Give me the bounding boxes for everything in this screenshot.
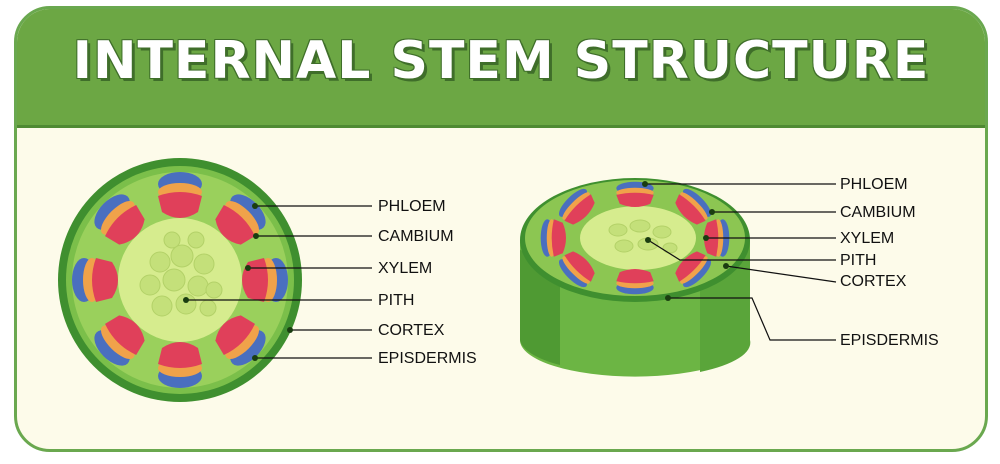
right-label-cortex: CORTEX: [840, 273, 907, 290]
left-pith-cells: [139, 231, 223, 317]
right-leader-dots: [642, 181, 729, 301]
title-banner: INTERNAL STEM STRUCTURE: [17, 9, 985, 128]
left-bundle-3: [242, 258, 288, 302]
right-leader-epidermis: [668, 297, 836, 341]
right-leader-pith: [647, 239, 836, 261]
right-bundle-6: [558, 251, 595, 288]
left-bundle-1: [158, 172, 202, 218]
left-label-cambium: CAMBIUM: [378, 228, 454, 245]
right-label-phloem: PHLOEM: [840, 176, 908, 193]
left-label-pith: PITH: [378, 292, 415, 309]
right-label-pith: PITH: [840, 252, 877, 269]
left-bundle-8: [94, 194, 145, 245]
left-vascular-bundles: [72, 172, 288, 388]
left-bundle-6: [94, 315, 145, 366]
right-leader-lines: [645, 183, 837, 341]
left-bundle-5: [158, 342, 202, 388]
right-bundle-5: [616, 269, 654, 295]
right-bundle-1: [616, 181, 654, 207]
left-bundle-7: [72, 258, 118, 302]
left-label-cortex: CORTEX: [378, 322, 445, 339]
right-stem-cylinder: [520, 178, 751, 377]
left-bundle-2: [215, 194, 266, 245]
left-leader-lines: [186, 205, 372, 359]
right-pith-top: [580, 206, 696, 270]
right-label-xylem: XYLEM: [840, 230, 895, 247]
page-title: INTERNAL STEM STRUCTURE: [72, 31, 930, 91]
right-bundle-7: [540, 219, 567, 257]
right-bundle-2: [675, 188, 712, 225]
right-vascular-bundles: [540, 181, 730, 295]
left-leader-dots: [183, 203, 293, 361]
left-stem-cross-section: [58, 158, 302, 402]
left-bundle-4: [215, 315, 266, 366]
right-pith-cells: [608, 219, 678, 254]
right-bundle-8: [558, 188, 595, 225]
right-bundle-3: [703, 219, 730, 257]
left-label-xylem: XYLEM: [378, 260, 433, 277]
left-label-phloem: PHLOEM: [378, 198, 446, 215]
right-label-epidermis: EPISDERMIS: [840, 332, 939, 349]
right-leader-cortex: [725, 265, 837, 283]
right-label-cambium: CAMBIUM: [840, 204, 916, 221]
right-bundle-4: [675, 251, 712, 288]
left-label-epidermis: EPISDERMIS: [378, 350, 477, 367]
